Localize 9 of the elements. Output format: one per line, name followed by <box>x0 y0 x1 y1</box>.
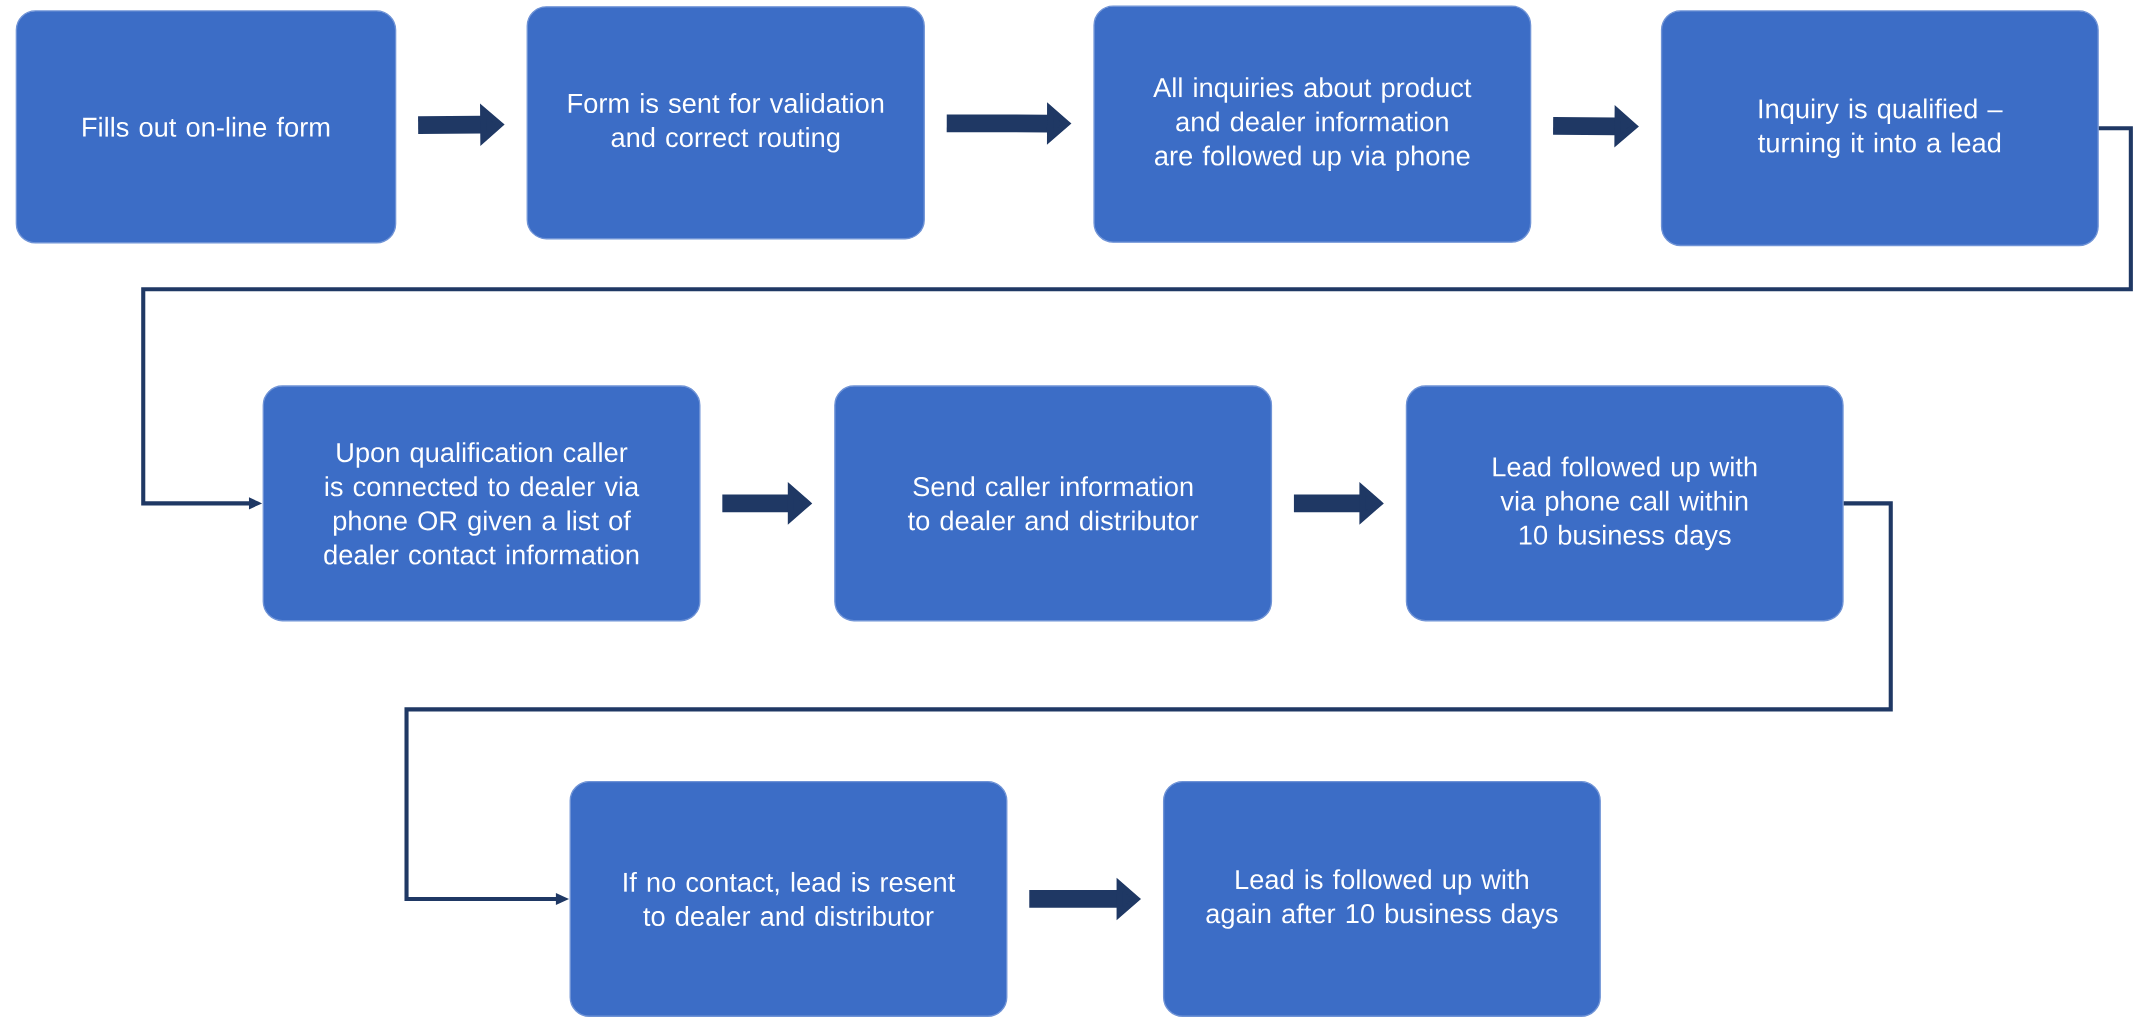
process-box: Form is sent for validation and correct routing <box>526 6 925 240</box>
process-box: Fills out on-line form <box>15 10 397 244</box>
process-box: Send caller information to dealer and distributor <box>834 385 1273 622</box>
process-box: If no contact, lead is resent to dealer and distributor <box>569 781 1008 1018</box>
process-box: Inquiry is qualified – turning it into a lead <box>1660 10 2099 247</box>
process-box: Lead is followed up with again after 10 business days <box>1162 781 1601 1018</box>
process-box: Lead followed up with via phone call within 10 business days <box>1405 385 1844 622</box>
process-box: All inquiries about product and dealer information are followed up via phone <box>1093 5 1532 243</box>
process-box: Upon qualification caller is connected to dealer via phone OR given a list of dealer contact information <box>262 385 701 622</box>
